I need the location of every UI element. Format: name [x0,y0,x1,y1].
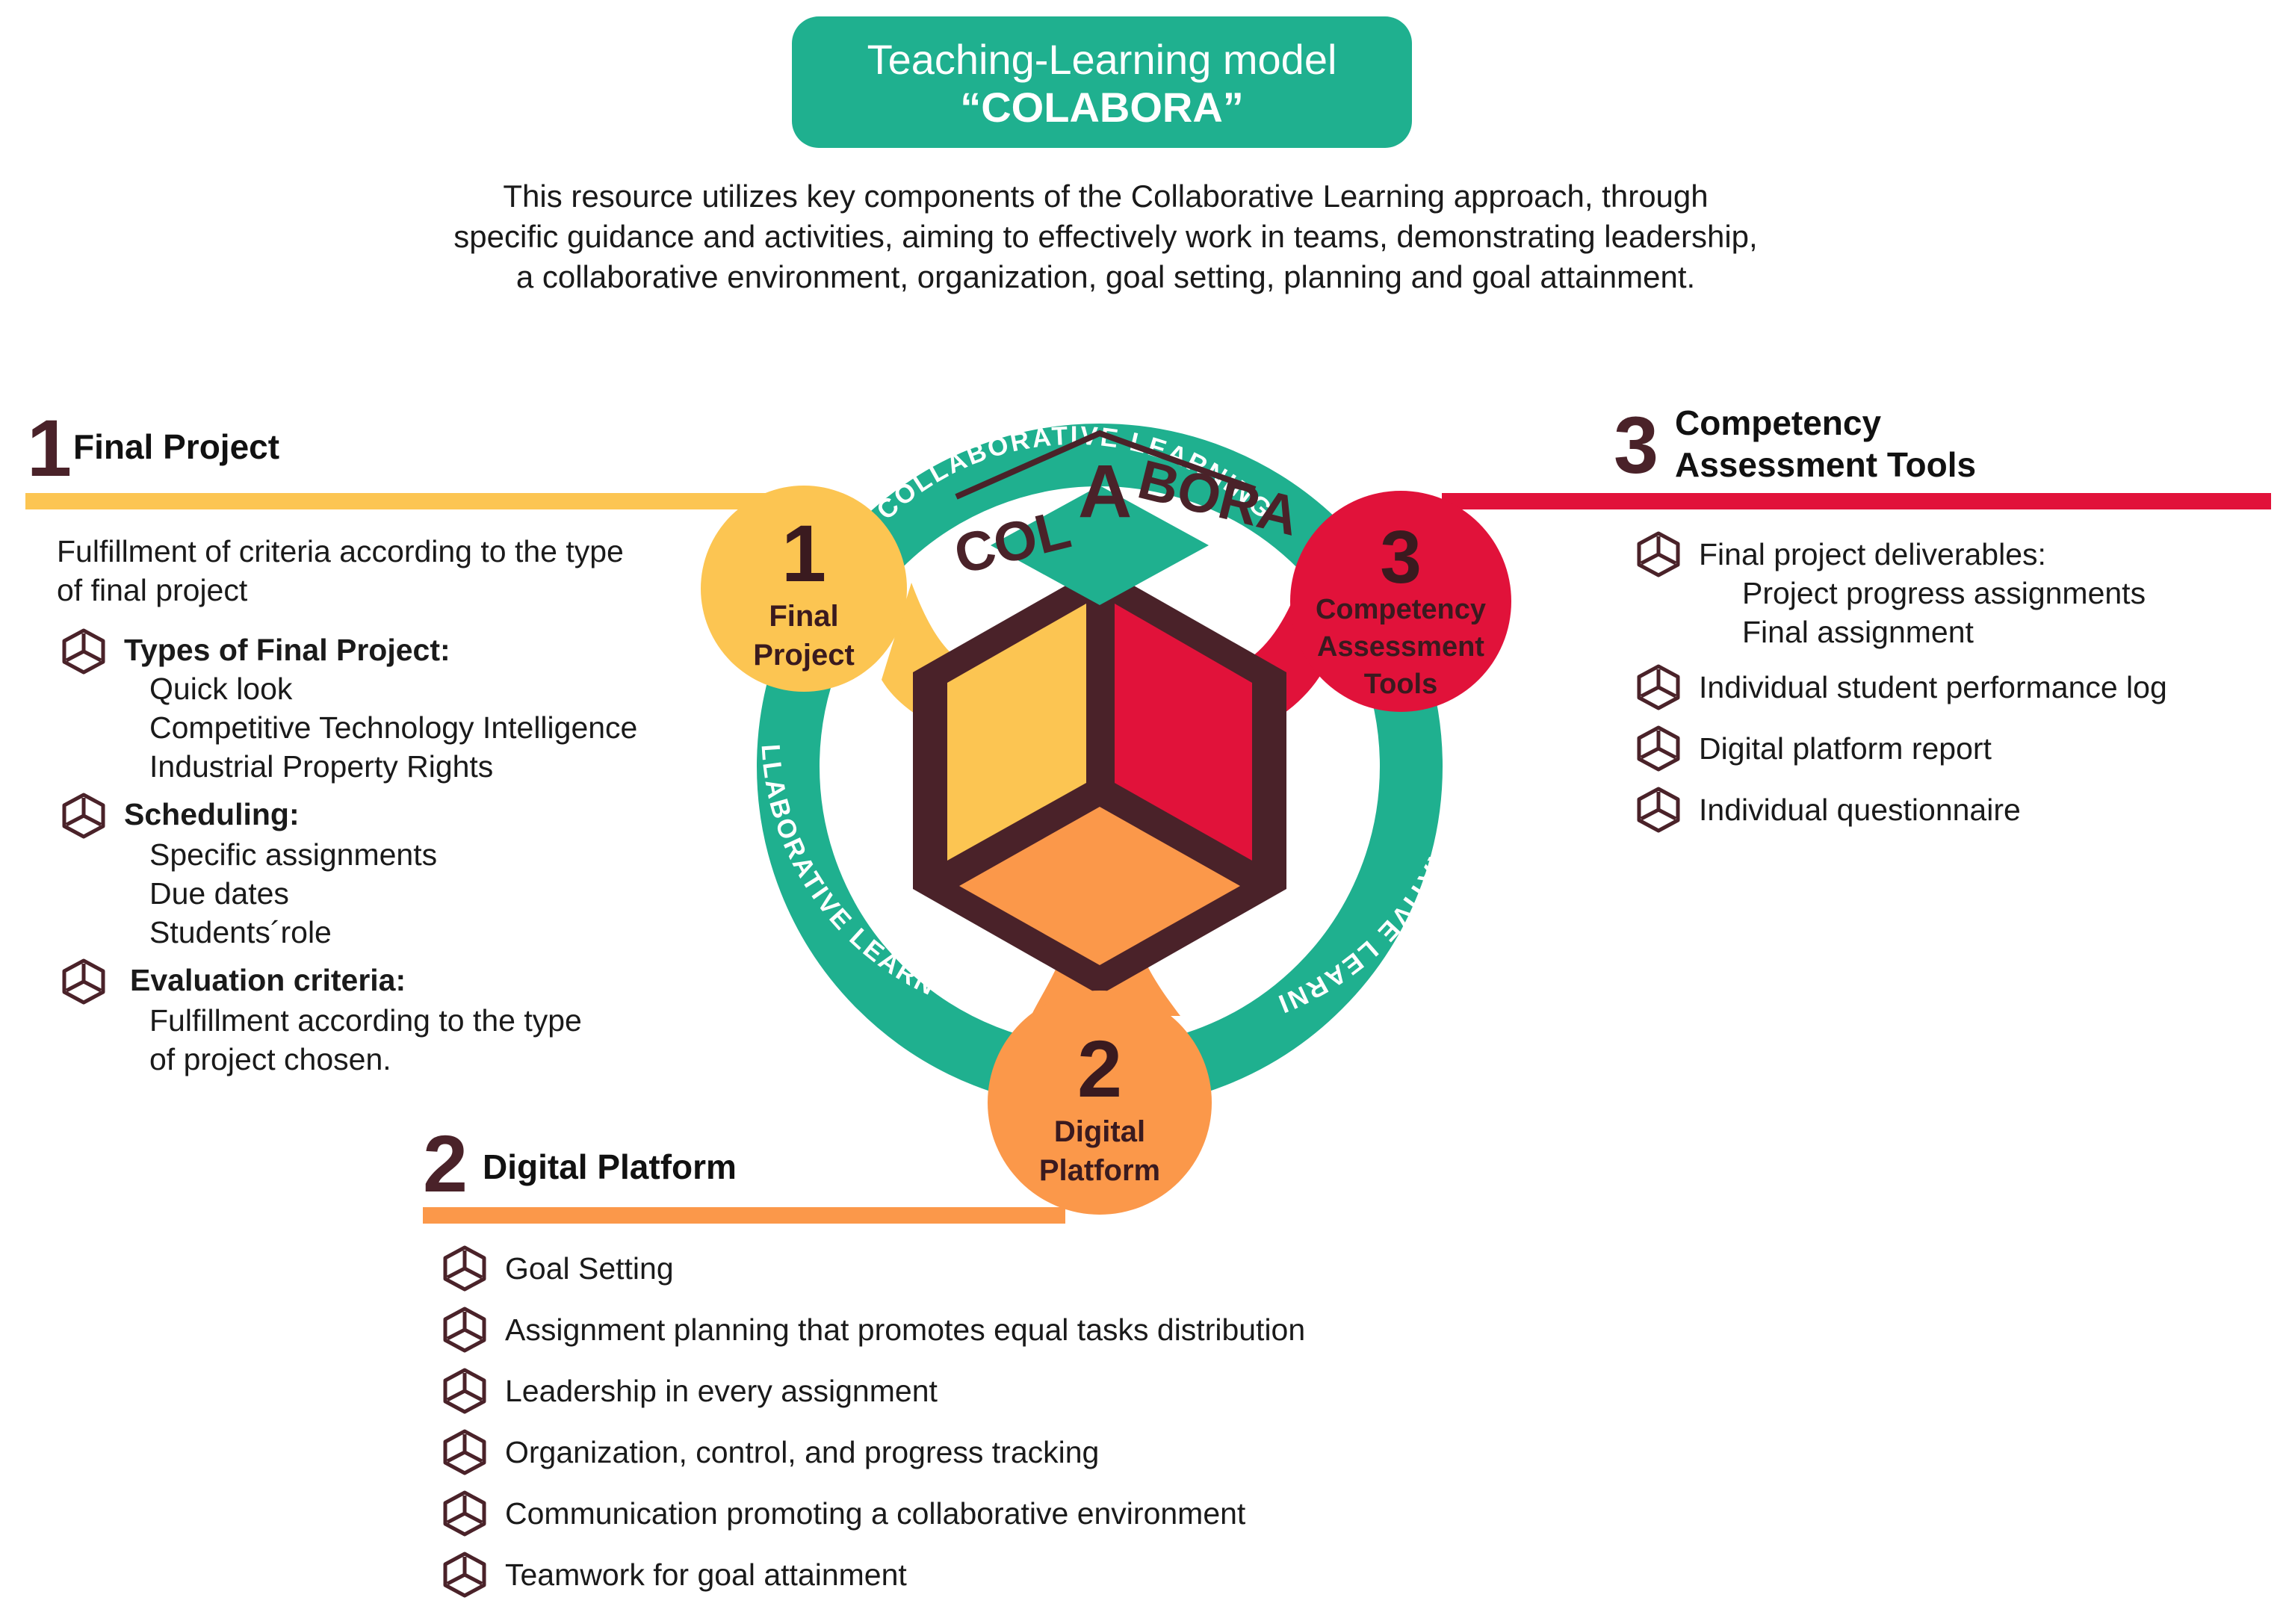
cube-face-red [1115,604,1252,861]
section1-group-item: Competitive Technology Intelligence [149,710,638,745]
section2-bar [423,1207,1065,1224]
section1-group-item: Industrial Property Rights [149,749,494,784]
section1-group-item: Students´role [149,915,332,949]
section3-subitem: Final assignment [1742,615,1974,649]
section1-group-item: Specific assignments [149,837,438,872]
bubble3-label-line: Assessment [1317,631,1484,663]
bubble1-label-line: Final [769,600,838,633]
cube-icon [441,1245,489,1292]
bubble1-label-line: Project [753,639,855,672]
bubble-digital-platform [988,991,1212,1215]
cube-face-yellow [947,604,1086,861]
bubble1-number: 1 [781,508,826,598]
section1-group-heading: Scheduling: [124,797,300,831]
section1-group-item: Quick look [149,672,293,706]
intro-line: specific guidance and activities, aiming… [453,219,1758,254]
cube-icon [1635,530,1682,578]
bubble3-label-line: Competency [1316,594,1486,625]
title-line-1: Teaching-Learning model [867,36,1337,83]
section1-group-item: of project chosen. [149,1042,391,1076]
section1-number: 1 [27,403,72,493]
section1-desc-line: of final project [57,573,248,607]
section2-number: 2 [423,1118,468,1209]
cube-icon [60,958,108,1005]
logo-part-a: A [1078,450,1132,533]
cube-icon [60,627,108,675]
intro-line: This resource utilizes key components of… [503,179,1709,214]
section2-item: Communication promoting a collaborative … [505,1496,1246,1531]
central-diagram: COLLABORATIVE LEARNING COLLABORATIVE LEA… [657,321,1511,1215]
cube-icon [441,1306,489,1354]
section1-group-item: Due dates [149,876,289,911]
section3-title-line: Competency [1675,403,1882,442]
section2-item: Teamwork for goal attainment [505,1558,907,1592]
cube-icon [1635,725,1682,772]
section1-group-item: Fulfillment according to the type [149,1003,582,1038]
cube-icon [60,792,108,840]
section1-desc-line: Fulfillment of criteria according to the… [57,534,624,568]
cube-icon [441,1490,489,1537]
section2-item: Organization, control, and progress trac… [505,1435,1100,1469]
cube-icon [1635,663,1682,711]
title-box: Teaching-Learning model “COLABORA” [792,16,1412,148]
cube-icon [441,1551,489,1599]
section3-bar [1442,493,2271,509]
bubble3-number: 3 [1380,515,1422,599]
cube-face-orange [959,807,1240,965]
section3-item: Final project deliverables: [1699,537,2046,571]
logo-roof [955,430,1257,500]
bubble-final-project [701,486,907,692]
bubble3-label-line: Tools [1364,669,1438,700]
section3-title-line: Assessment Tools [1675,445,1977,484]
section2-item: Leadership in every assignment [505,1374,938,1408]
section3-item: Individual student performance log [1699,670,2167,704]
intro-paragraph: This resource utilizes key components of… [284,176,1927,297]
cube-icon [1635,786,1682,834]
section3-item: Digital platform report [1699,731,1992,766]
section2-title: Digital Platform [483,1147,737,1186]
section3-subitem: Project progress assignments [1742,576,2146,610]
section1-title: Final Project [73,427,280,466]
title-line-2: “COLABORA” [960,84,1244,131]
bubble-competency-assessment [1290,491,1511,712]
bubble2-number: 2 [1077,1023,1122,1114]
bubble2-label-line: Platform [1039,1154,1160,1187]
cube-icon [441,1367,489,1415]
section2-item: Assignment planning that promotes equal … [505,1312,1306,1347]
section3-item: Individual questionnaire [1699,793,2021,827]
section1-group-heading: Evaluation criteria: [130,963,406,997]
section1-bar [25,493,780,509]
cube-icon [441,1428,489,1476]
bubble2-label-line: Digital [1054,1115,1145,1148]
section3-number: 3 [1614,400,1659,490]
intro-line: a collaborative environment, organizatio… [515,259,1696,294]
teal-diamond [991,486,1209,605]
section2-item: Goal Setting [505,1251,674,1286]
section1-group-heading: Types of Final Project: [124,633,450,667]
